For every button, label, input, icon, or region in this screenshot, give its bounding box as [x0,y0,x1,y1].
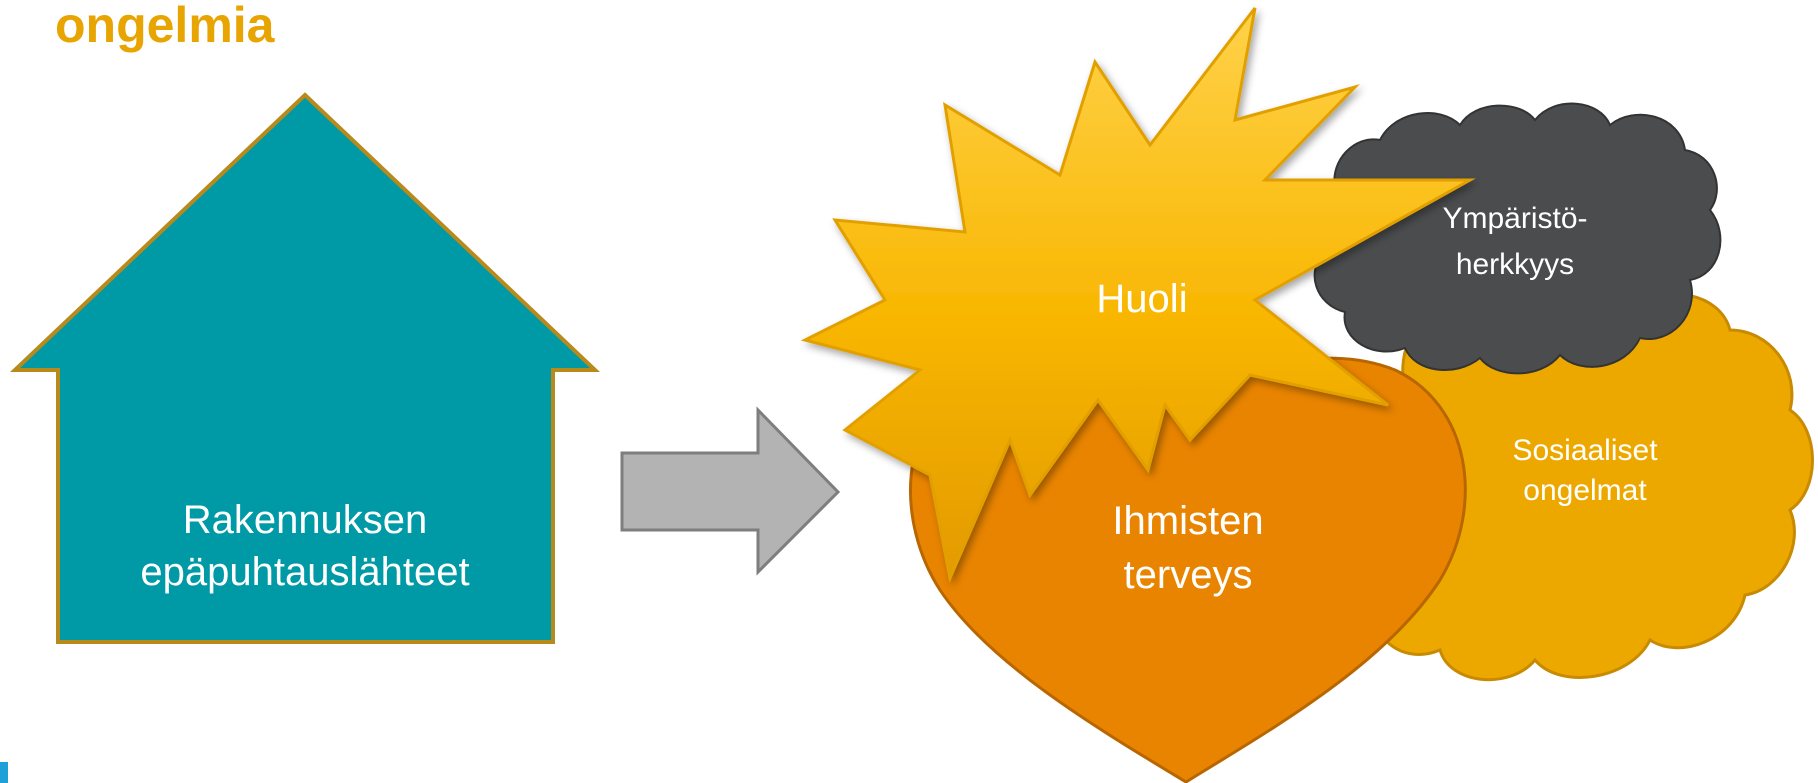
building-house-shape: Rakennuksen epäpuhtauslähteet [9,92,601,644]
right-arrow [620,406,841,576]
health-label-line1: Ihmisten [1112,499,1263,543]
health-label-line2: terveys [1124,553,1253,597]
social-label-line1: Sosiaaliset [1512,434,1658,467]
slide-title: ongelmia [55,0,275,53]
environmental-sensitivity-cloud: Ympäristö- herkkyys [1308,102,1722,375]
corner-accent-mark [0,762,8,783]
concern-starburst: Huoli [800,7,1476,584]
sensitivity-label-line2: herkkyys [1456,248,1574,281]
building-label-line2: epäpuhtauslähteet [140,550,469,594]
sensitivity-label-line1: Ympäristö- [1442,202,1587,235]
concern-label: Huoli [1096,277,1187,321]
social-problems-cloud: Sosiaaliset ongelmat [1332,276,1814,682]
building-label-line1: Rakennuksen [183,498,428,542]
social-label-line2: ongelmat [1523,474,1647,507]
